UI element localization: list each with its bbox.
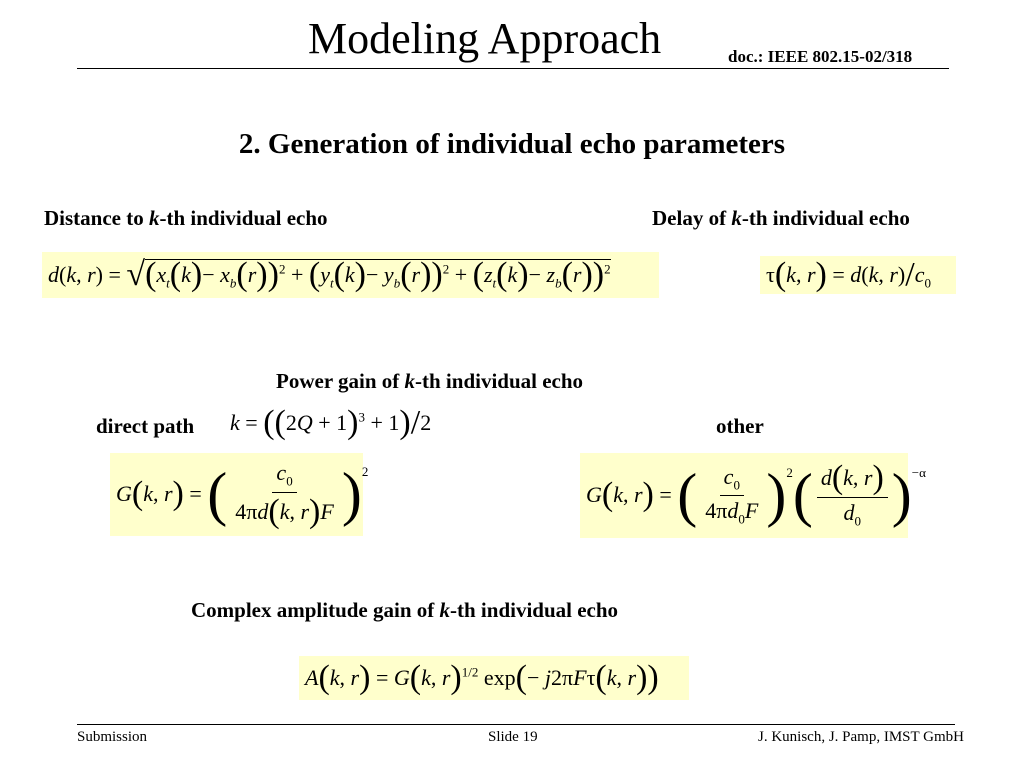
footer-author: J. Kunisch, J. Pamp, IMST GmbH <box>758 729 964 745</box>
power-gain-label-k: k <box>404 369 416 393</box>
delay-label-k: k <box>731 206 742 230</box>
delay-label-prefix: Delay of <box>652 206 732 230</box>
complex-gain-equation: A(k, r) = G(k, r)1/2 exp(− j2πFτ(k, r)) <box>299 656 689 700</box>
power-gain-label: Power gain of k-th individual echo <box>276 369 583 394</box>
header-divider <box>77 68 949 69</box>
power-gain-label-prefix: Power gain of <box>276 369 405 393</box>
k-equation: k = ((2Q + 1)3 + 1)/2 <box>230 404 432 441</box>
distance-label-k: k <box>148 206 160 230</box>
slide-title: Modeling Approach <box>308 14 662 63</box>
footer-divider <box>77 724 955 725</box>
distance-label-prefix: Distance to <box>44 206 149 230</box>
distance-label-suffix: -th individual echo <box>159 206 328 230</box>
complex-gain-label-suffix: -th individual echo <box>450 598 619 622</box>
footer-slide-number: Slide 19 <box>488 729 538 745</box>
complex-gain-label-prefix: Complex amplitude gain of <box>191 598 440 622</box>
distance-equation: d(k, r) = √(xt(k)− xb(r))2 + (yt(k)− yb(… <box>42 252 659 298</box>
direct-path-label: direct path <box>96 414 195 438</box>
complex-gain-label-k: k <box>439 598 451 622</box>
footer-submission: Submission <box>77 729 148 745</box>
power-gain-label-suffix: -th individual echo <box>415 369 584 393</box>
document-reference: doc.: IEEE 802.15-02/318 <box>728 47 913 66</box>
delay-label: Delay of k-th individual echo <box>652 206 910 231</box>
section-title: 2. Generation of individual echo paramet… <box>238 128 786 160</box>
delay-equation: τ(k, r) = d(k, r)/c0 <box>760 256 956 294</box>
other-label: other <box>716 414 764 438</box>
distance-label: Distance to k-th individual echo <box>44 206 328 231</box>
complex-gain-label: Complex amplitude gain of k-th individua… <box>191 598 618 623</box>
delay-label-suffix: -th individual echo <box>741 206 910 230</box>
